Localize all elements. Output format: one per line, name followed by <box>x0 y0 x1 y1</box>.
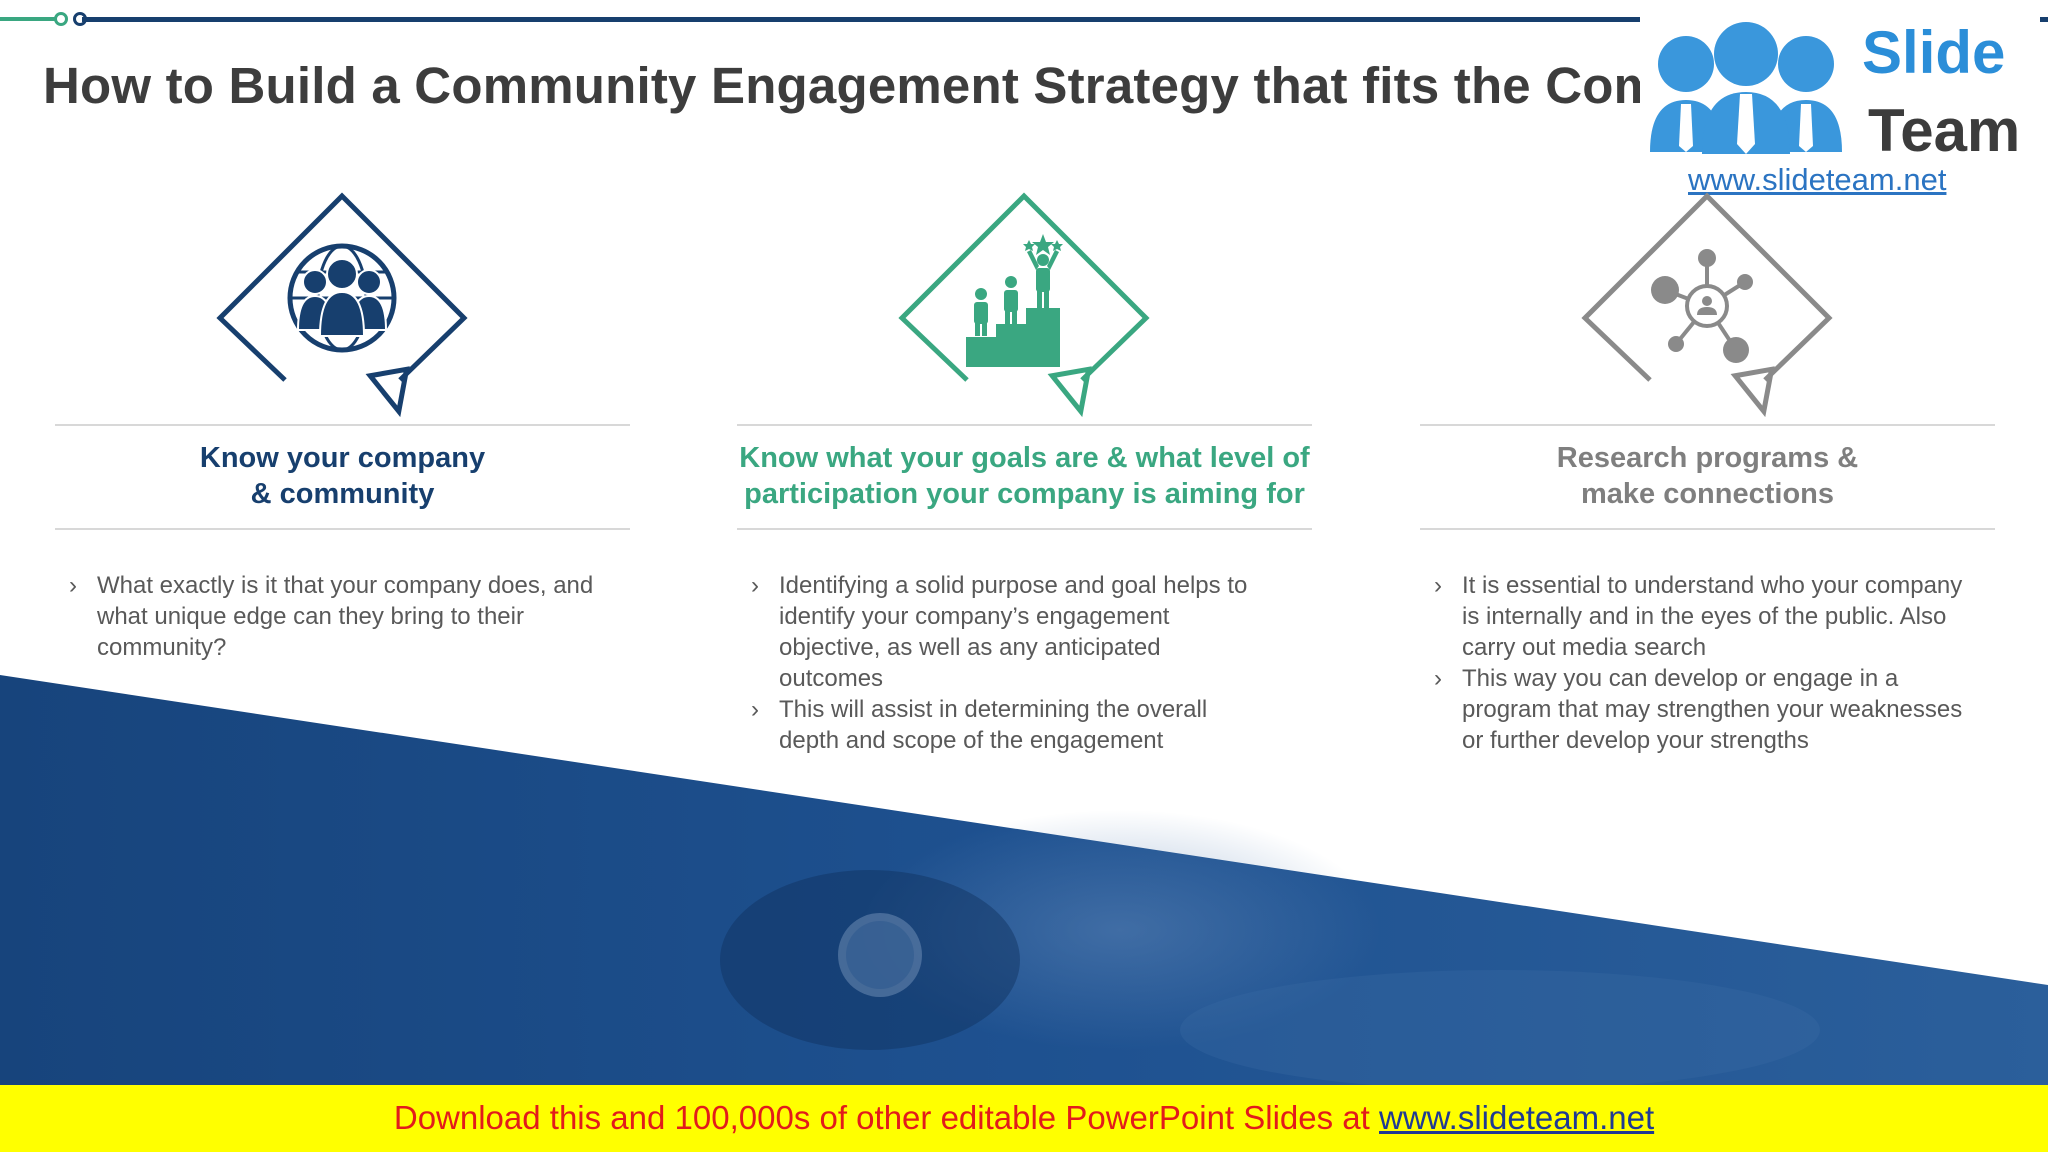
diamond-frame <box>1581 192 1833 418</box>
heading-top-rule <box>55 424 630 426</box>
banner-link[interactable]: www.slideteam.net <box>1379 1099 1655 1136</box>
heading-line-1: Research programs & <box>1556 442 1859 474</box>
heading-line-2: participation your company is aiming for <box>744 478 1305 510</box>
heading-top-rule <box>1420 424 1995 426</box>
diamond-frame <box>216 192 468 418</box>
heading-bottom-rule <box>55 528 630 530</box>
slideteam-logo: Slide Team www.slideteam.net <box>1640 14 2040 197</box>
slide-title: How to Build a Community Engagement Stra… <box>43 57 1779 114</box>
handshake-photo-band <box>0 675 2048 1085</box>
heading-line-1: Know your company <box>199 442 486 474</box>
header-rule <box>82 17 2048 22</box>
bullet-list: It is essential to understand who your c… <box>1432 570 1972 756</box>
bullet-item: Identifying a solid purpose and goal hel… <box>749 570 1269 694</box>
diamond-frame <box>898 192 1150 418</box>
download-banner: Download this and 100,000s of other edit… <box>0 1085 2048 1152</box>
community-globe-icon <box>287 243 397 353</box>
download-banner-text: Download this and 100,000s of other edit… <box>394 1099 1654 1137</box>
column-heading: Know what your goals are & what level of… <box>737 440 1312 512</box>
bullet-item: This way you can develop or engage in a … <box>1432 663 1972 756</box>
logo-word-slide: Slide <box>1862 19 2006 86</box>
heading-line-1: Know what your goals are & what level of <box>739 442 1310 474</box>
bullet-list: Identifying a solid purpose and goal hel… <box>749 570 1269 756</box>
column-heading: Research programs & make connections <box>1420 440 1995 512</box>
heading-line-2: & community <box>250 478 435 510</box>
column-heading: Know your company & community <box>55 440 630 512</box>
bullet-item: What exactly is it that your company doe… <box>67 570 627 663</box>
header-accent-line <box>0 17 60 21</box>
heading-bottom-rule <box>737 528 1312 530</box>
people-logo-icon <box>1650 22 1842 154</box>
bullet-item: It is essential to understand who your c… <box>1432 570 1972 663</box>
logo-word-team: Team <box>1868 97 2021 164</box>
header-dot-green <box>54 12 68 26</box>
bullet-list: What exactly is it that your company doe… <box>67 570 627 663</box>
heading-line-2: make connections <box>1580 478 1835 510</box>
logo-url-link[interactable]: www.slideteam.net <box>1688 162 1947 197</box>
heading-top-rule <box>737 424 1312 426</box>
network-connections-icon <box>1651 249 1753 363</box>
heading-bottom-rule <box>1420 528 1995 530</box>
banner-message: Download this and 100,000s of other edit… <box>393 1099 1379 1136</box>
podium-winners-icon <box>966 234 1063 367</box>
bullet-item: This will assist in determining the over… <box>749 694 1269 756</box>
